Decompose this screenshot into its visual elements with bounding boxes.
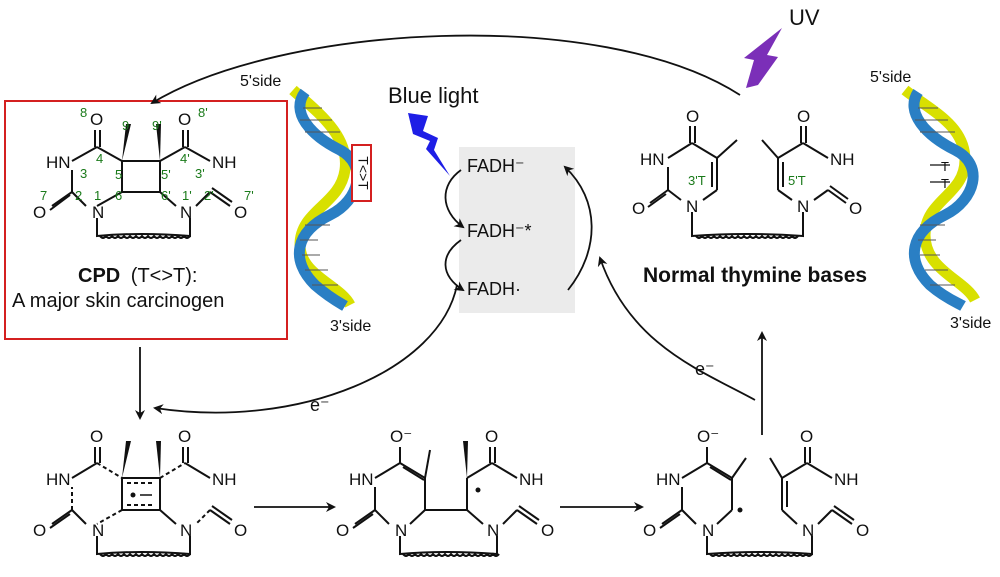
num-7: 7 (40, 188, 47, 203)
electron-to-cpd-arrow (153, 284, 458, 415)
cpd-o4p: O (178, 110, 191, 129)
normal-thymine-structure: O O HN NH N N O O 3'T 5'T (632, 107, 862, 239)
i2-o2-left: O (336, 521, 349, 540)
blue-light-bolt-icon (408, 113, 450, 176)
fad-box (459, 147, 575, 313)
electron-back-arrow (597, 256, 756, 401)
cpd-nh: NH (212, 153, 237, 172)
i1-hn: HN (46, 470, 71, 489)
cpd-name: CPD (78, 265, 120, 287)
i2-o-minus: O⁻ (390, 427, 412, 446)
dna-helix-left (289, 85, 363, 311)
fadh-radical: FADH· (467, 279, 521, 299)
i2-hn: HN (349, 470, 374, 489)
dimer-mark: T<>T (355, 156, 371, 190)
cpd-n1: N (92, 203, 104, 222)
num-4p: 4' (180, 151, 190, 166)
num-4: 4 (96, 151, 103, 166)
nt-n-right: N (797, 197, 809, 216)
i3-o2-left: O (643, 521, 656, 540)
num-2: 2 (75, 188, 82, 203)
i2-nh: NH (519, 470, 544, 489)
intermediate-3-structure: O⁻ O HN NH N N O O (643, 427, 869, 557)
nt-5T: 5'T (788, 173, 806, 188)
dna-left-3side: 3'side (330, 318, 371, 335)
nt-n-left: N (686, 197, 698, 216)
dna-right-5side: 5'side (870, 69, 911, 86)
nt-o2-right: O (849, 199, 862, 218)
i3-hn: HN (656, 470, 681, 489)
num-8: 8 (80, 105, 87, 120)
cpd-o2: O (33, 203, 46, 222)
i3-n-right: N (802, 521, 814, 540)
intermediate-1-structure: O O HN NH N N O O (33, 427, 247, 557)
intermediate-2-structure: O⁻ O HN NH N N O O (336, 427, 554, 557)
thymine-mark-2: T (941, 176, 949, 191)
cpd-hn: HN (46, 153, 71, 172)
cpd-o4: O (90, 110, 103, 129)
i2-n-left: N (395, 521, 407, 540)
i3-nh: NH (834, 470, 859, 489)
i3-n-left: N (702, 521, 714, 540)
num-8p: 8' (198, 105, 208, 120)
nt-o2-left: O (632, 199, 645, 218)
num-2p: 2' (204, 188, 214, 203)
cpd-structure: O O HN NH N N O O 8 9 9' 8' 3 4 5 5' 4' … (33, 105, 254, 239)
normal-bases-label: Normal thymine bases (643, 264, 867, 287)
nt-3T: 3'T (688, 173, 706, 188)
cpd-n1p: N (180, 203, 192, 222)
i1-o2-left: O (33, 521, 46, 540)
fadh-minus: FADH⁻ (467, 156, 525, 176)
excitation-arrow (444, 169, 465, 229)
i1-o2-right: O (234, 521, 247, 540)
num-6: 6 (115, 188, 122, 203)
i1-n-left: N (92, 521, 104, 540)
dimer-box (351, 144, 372, 202)
regeneration-arrow (563, 165, 593, 291)
i2-n-right: N (487, 521, 499, 540)
num-9: 9 (122, 118, 129, 133)
dna-left-5side: 5'side (240, 73, 281, 90)
i2-o-right: O (485, 427, 498, 446)
num-6p: 6' (161, 188, 171, 203)
cpd-box (4, 100, 288, 340)
i1-nh: NH (212, 470, 237, 489)
cpd-description: A major skin carcinogen (12, 290, 224, 312)
num-9p: 9' (152, 118, 162, 133)
num-1p: 1' (182, 188, 192, 203)
i3-o-minus: O⁻ (697, 427, 719, 446)
blue-light-label: Blue light (388, 83, 479, 108)
num-3p: 3' (195, 166, 205, 181)
i3-o-right: O (800, 427, 813, 446)
nt-o-right: O (797, 107, 810, 126)
cpd-title: CPD (T<>T): (78, 265, 197, 287)
i2-o2-right: O (541, 521, 554, 540)
num-3: 3 (80, 166, 87, 181)
nt-nh: NH (830, 150, 855, 169)
i3-o2-right: O (856, 521, 869, 540)
top-return-arrow (150, 34, 741, 105)
electron-label-right: e⁻ (695, 359, 715, 379)
electron-label-left: e⁻ (310, 395, 330, 415)
num-1: 1 (94, 188, 101, 203)
dna-right-3side: 3'side (950, 315, 991, 332)
num-5p: 5' (161, 167, 171, 182)
uv-bolt-icon (744, 28, 782, 88)
cpd-o2p: O (234, 203, 247, 222)
fadh-excited: FADH⁻* (467, 221, 532, 241)
nt-hn: HN (640, 150, 665, 169)
i1-n-right: N (180, 521, 192, 540)
cpd-notation: (T<>T): (131, 265, 198, 287)
dna-helix-right (901, 85, 980, 311)
i1-o-right: O (178, 427, 191, 446)
nt-o-left: O (686, 107, 699, 126)
uv-label: UV (789, 5, 820, 30)
num-5: 5 (115, 167, 122, 182)
thymine-mark-1: T (941, 159, 949, 174)
i1-o-left: O (90, 427, 103, 446)
num-7p: 7' (244, 188, 254, 203)
